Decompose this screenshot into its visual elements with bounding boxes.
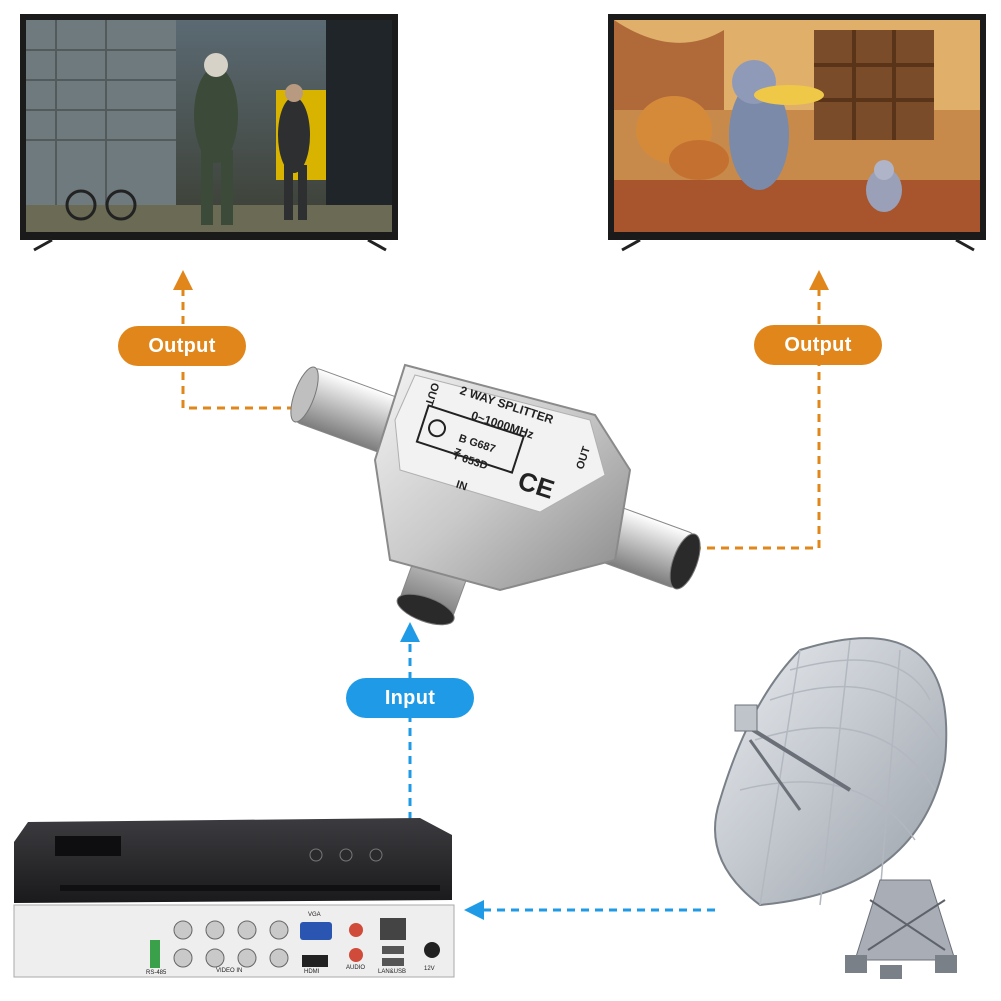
ce-mark: CE	[514, 465, 559, 505]
input-label: Input	[346, 678, 474, 718]
dvr-port-vga-label: VGA	[308, 912, 321, 918]
dvr-port-power-label: 12V	[424, 966, 435, 972]
dvr-port-audio-label: AUDIO	[346, 965, 366, 971]
dvr-port-video-in-label: VIDEO IN	[216, 968, 243, 974]
splitter-out-right-label: OUT	[574, 445, 593, 471]
arrow-output-right-head	[809, 270, 829, 290]
arrow-input-head	[400, 622, 420, 642]
arrow-dish-head	[464, 900, 484, 920]
arrow-output-left-head	[173, 270, 193, 290]
dvr-port-lan-label: LAN&USB	[378, 969, 407, 975]
dvr-port-hdmi-label: HDMI	[304, 969, 320, 975]
dvr-port-rs485-label: RS-485	[146, 970, 167, 976]
tv-left-screen	[20, 14, 398, 238]
tv-left-movie-scene	[26, 20, 392, 232]
output-label-left: Output	[118, 326, 246, 366]
eagle-emblem-icon	[428, 419, 447, 438]
tv-right-cartoon-scene	[614, 20, 980, 232]
splitter-in-label: IN	[454, 478, 469, 494]
splitter-code-line3: T 653D	[451, 449, 490, 473]
output-label-right: Output	[754, 325, 882, 365]
tv-right-screen	[608, 14, 986, 238]
splitter-out-left-label: OUT	[422, 381, 441, 407]
